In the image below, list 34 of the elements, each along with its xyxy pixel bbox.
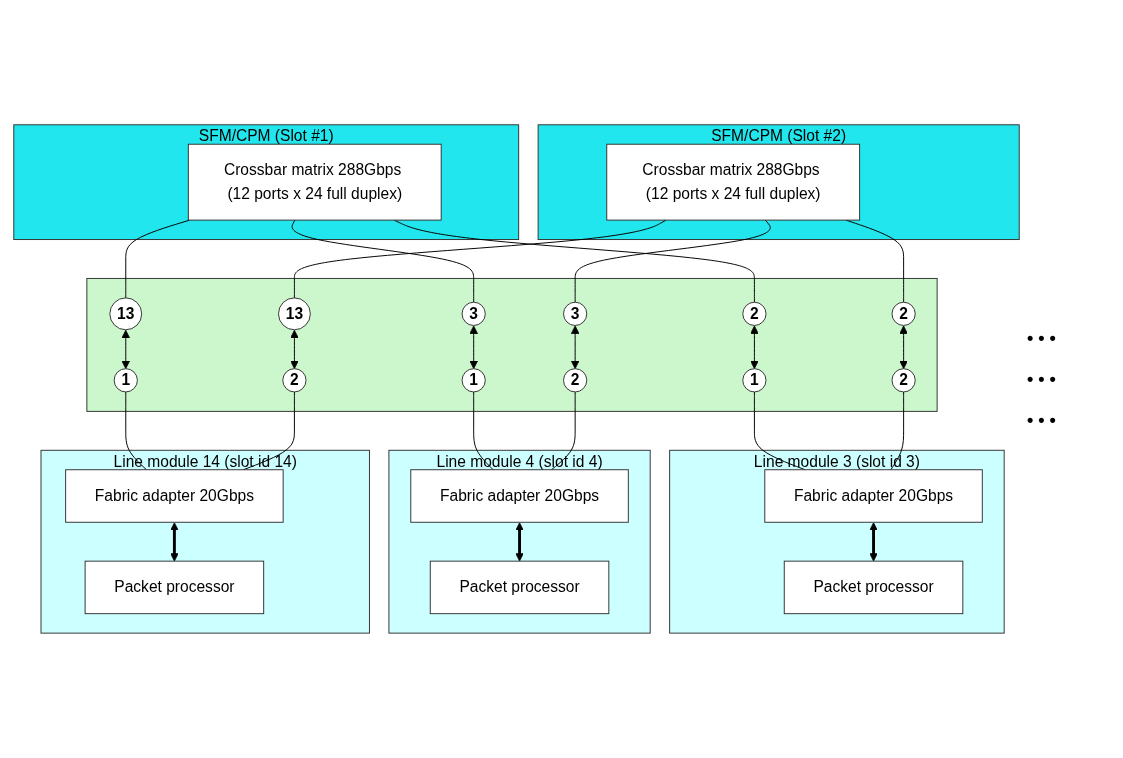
node-box: Fabric adapter 20Gbps (410, 469, 629, 523)
node-box: Crossbar matrix 288Gbps (12 ports x 24 full duplex) (606, 143, 861, 221)
node-box: Fabric adapter 20Gbps (65, 469, 284, 523)
ellipsis-label: • • • (1027, 409, 1057, 431)
node-circle: 2 (563, 368, 588, 393)
arrow (869, 522, 878, 562)
node-circle: 3 (461, 301, 486, 326)
connector (574, 219, 771, 303)
node-box: Packet processor (783, 560, 964, 615)
node-circle: 2 (891, 301, 916, 326)
arrow (170, 522, 179, 562)
node-circle: 2 (282, 368, 307, 393)
node-box: Packet processor (429, 560, 610, 615)
node-circle: 2 (742, 301, 767, 326)
connector (293, 219, 667, 299)
connector (125, 391, 147, 471)
node-circle: 13 (109, 297, 143, 331)
connector (473, 391, 494, 471)
arrow (515, 522, 524, 562)
node-box: Packet processor (84, 560, 265, 615)
ellipsis-label: • • • (1027, 327, 1057, 349)
node-circle: 1 (113, 368, 138, 393)
cluster (86, 278, 938, 412)
node-box: Fabric adapter 20Gbps (764, 469, 983, 523)
node-circle: 13 (278, 297, 311, 331)
node-circle: 3 (563, 301, 588, 326)
node-circle: 1 (461, 368, 486, 393)
node-circle: 2 (891, 368, 916, 393)
connector (890, 391, 905, 471)
node-box: Crossbar matrix 288Gbps (12 ports x 24 full duplex) (187, 143, 442, 221)
ellipsis-label: • • • (1027, 368, 1057, 390)
node-circle: 1 (742, 368, 767, 393)
connector (125, 219, 191, 299)
connector (291, 219, 475, 303)
